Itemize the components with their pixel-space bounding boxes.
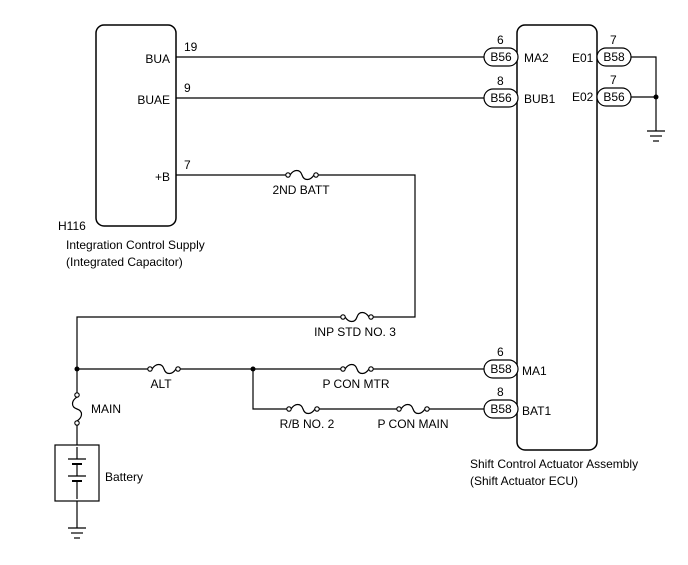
terminal-ma1-label: MA1 — [522, 364, 547, 378]
pin-bub1: 8 — [497, 74, 504, 88]
connector-e02-label: B56 — [603, 90, 625, 104]
pin-ma2: 6 — [497, 33, 504, 47]
pin-buae: 9 — [184, 81, 191, 95]
wire-inp-std-main — [76, 316, 341, 369]
fuse-p-con-mtr — [340, 363, 374, 375]
connector-e01-label: B58 — [603, 50, 625, 64]
ground-symbol-battery — [68, 527, 86, 539]
fuse-rb-no2 — [286, 403, 320, 415]
fuse-p-con-main-label: P CON MAIN — [377, 417, 448, 431]
pin-plus-b: 7 — [184, 158, 191, 172]
connector-b58-bat1 — [483, 399, 519, 419]
fuse-rb-no2-label: R/B NO. 2 — [280, 417, 335, 431]
connector-b58-ma1 — [483, 359, 519, 379]
component-id-h116: H116 — [58, 219, 86, 233]
fuse-main-label: MAIN — [91, 402, 121, 416]
terminal-plus-b-label: +B — [155, 170, 170, 184]
connector-ma2-label: B56 — [490, 50, 512, 64]
integration-control-supply-box — [95, 24, 177, 227]
actuator-name: Shift Control Actuator Assembly — [470, 457, 638, 471]
battery-cells-icon — [68, 447, 86, 499]
ground-symbol-right — [647, 130, 665, 142]
wire-2nd-batt-inp — [318, 174, 416, 318]
connector-b56-bub1 — [483, 88, 519, 108]
fuse-inp-std-label: INP STD NO. 3 — [314, 325, 396, 339]
pin-e01: 7 — [610, 33, 617, 47]
pin-ma1: 6 — [497, 345, 504, 359]
terminal-bub1-label: BUB1 — [524, 92, 556, 106]
wire-branch-rb2 — [252, 369, 287, 410]
pin-bat1: 8 — [497, 385, 504, 399]
connector-ma1-label: B58 — [490, 362, 512, 376]
integration-supply-name: Integration Control Supply — [66, 238, 205, 252]
pin-e02: 7 — [610, 73, 617, 87]
actuator-subname: (Shift Actuator ECU) — [470, 474, 578, 488]
fuse-alt-label: ALT — [150, 377, 172, 391]
fuse-p-con-main — [396, 403, 430, 415]
junction-ground-right — [653, 94, 659, 100]
fuse-inp-std-no3 — [340, 311, 374, 323]
fuse-2nd-batt-label: 2ND BATT — [272, 183, 330, 197]
fuse-2nd-batt — [285, 169, 319, 181]
pin-bua: 19 — [184, 40, 198, 54]
fuse-main — [71, 392, 83, 426]
terminal-e01-label: E01 — [572, 51, 594, 65]
fuse-alt — [147, 363, 181, 375]
terminal-buae-label: BUAE — [137, 93, 170, 107]
terminal-e02-label: E02 — [572, 90, 594, 104]
terminal-bua-label: BUA — [145, 52, 170, 66]
fuse-p-con-mtr-label: P CON MTR — [322, 377, 389, 391]
terminal-bat1-label: BAT1 — [522, 404, 551, 418]
battery-label: Battery — [105, 470, 143, 484]
shift-control-actuator-box — [516, 24, 598, 451]
integration-supply-subname: (Integrated Capacitor) — [66, 255, 183, 269]
terminal-ma2-label: MA2 — [524, 51, 549, 65]
connector-b56-ma2 — [483, 47, 519, 67]
connector-bat1-label: B58 — [490, 402, 512, 416]
wire-ground-right — [631, 56, 657, 131]
connector-bub1-label: B56 — [490, 91, 512, 105]
